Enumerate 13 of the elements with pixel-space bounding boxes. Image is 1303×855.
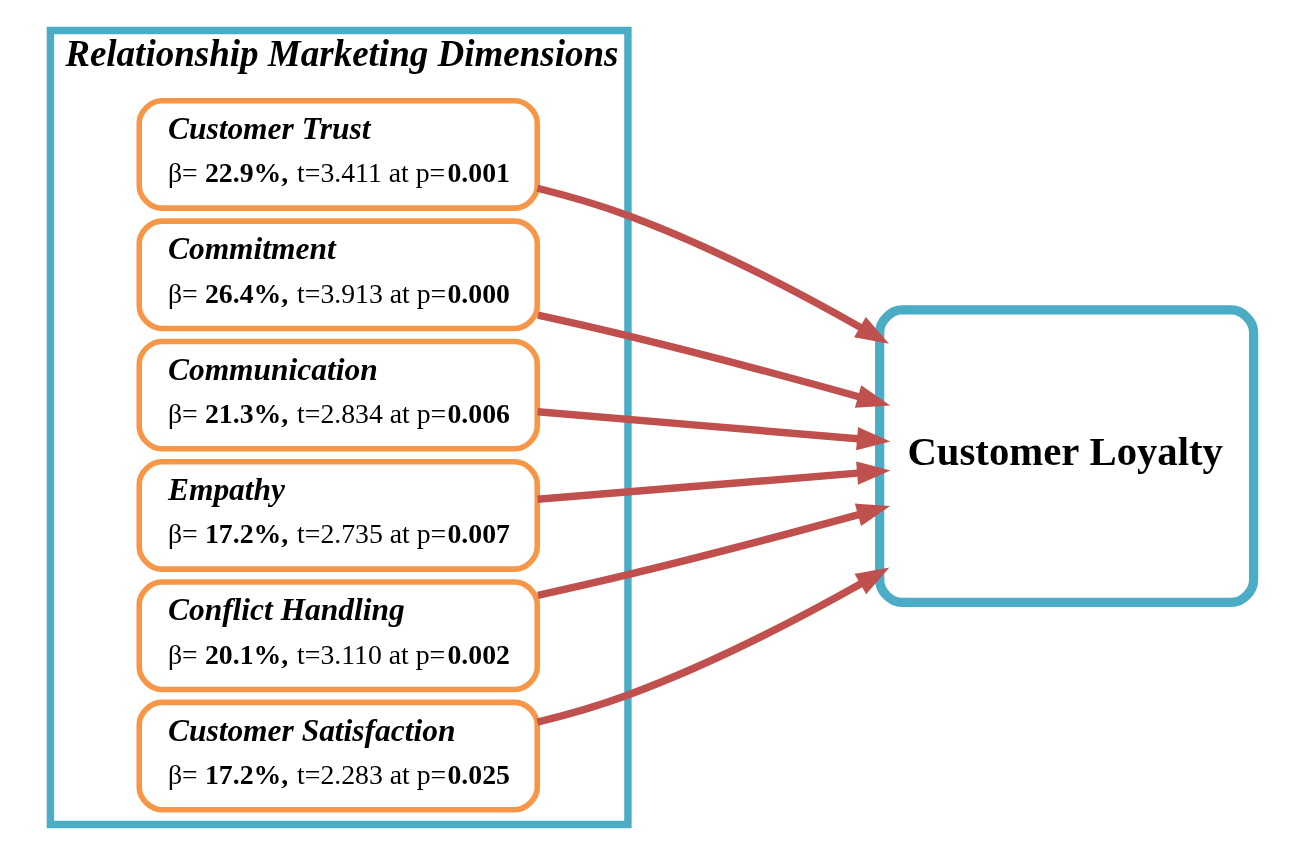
arrow [535,567,889,726]
node-box: Conflict Handling β= 20.1%, t=3.110 at p=0.002 [136,579,540,693]
arrow [536,311,890,408]
arrow [536,408,890,451]
node-box: Customer Loyalty [874,305,1258,608]
node-box: Customer Trust β= 22.9%, t=3.411 at p=0.001 [136,98,540,211]
node-box: Empathy β= 17.2%, t=2.735 at p=0.007 [136,458,540,572]
node-box: Customer Satisfaction β= 17.2%, t=2.283 at p=0.025 [136,699,540,813]
node-box: Commitment β= 26.4%, t=3.913 at p=0.000 [136,218,540,332]
arrow [536,461,890,503]
node-box: Communication β= 21.3%, t=2.834 at p=0.006 [136,338,540,452]
arrow [536,503,890,599]
arrow [536,184,889,344]
